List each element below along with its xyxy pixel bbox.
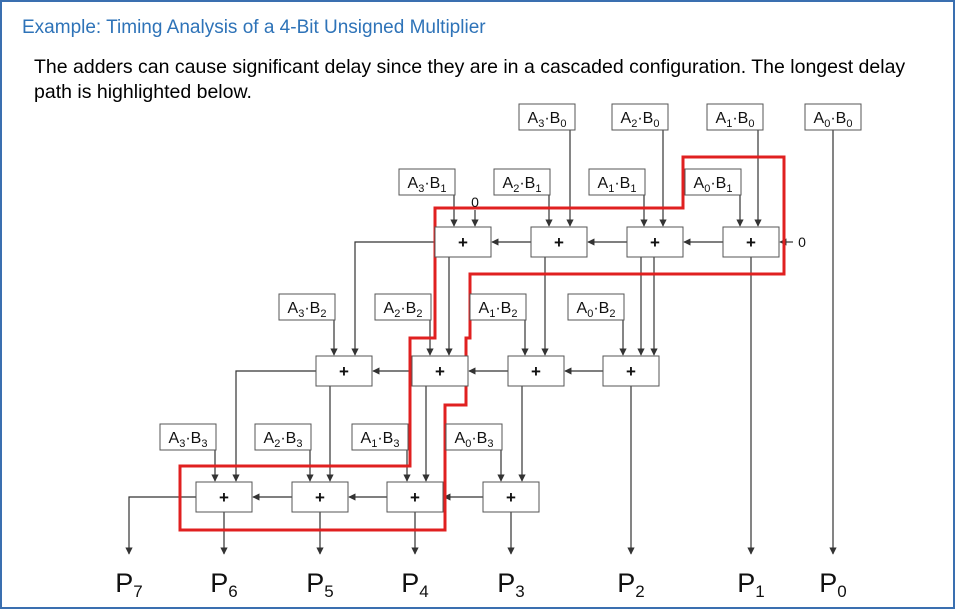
- product-a0-b3: A0·B3: [445, 423, 503, 451]
- slide-title: Example: Timing Analysis of a 4-Bit Unsi…: [22, 17, 486, 38]
- svg-text:A1·B0: A1·B0: [716, 110, 755, 130]
- svg-text:+: +: [650, 233, 660, 252]
- adder-r3-3: +: [482, 481, 540, 513]
- svg-text:+: +: [339, 362, 349, 381]
- adder-r3-1: +: [291, 481, 349, 513]
- product-a3-b3: A3·B3: [159, 423, 217, 451]
- adder-r1-3: +: [722, 226, 780, 258]
- product-a3-b2: A3·B2: [278, 293, 336, 321]
- svg-text:A3·B2: A3·B2: [288, 300, 327, 320]
- svg-text:A2·B0: A2·B0: [621, 110, 660, 130]
- product-a0-b0: A0·B0: [804, 103, 862, 131]
- svg-text:+: +: [219, 488, 229, 507]
- svg-text:+: +: [626, 362, 636, 381]
- product-a3-b0: A3·B0: [518, 103, 576, 131]
- svg-text:A3·B0: A3·B0: [528, 110, 567, 130]
- product-a1-b3: A1·B3: [351, 423, 409, 451]
- zero-carry-label: 0: [798, 234, 806, 250]
- wire-r2-cout: [232, 370, 316, 482]
- wire-p7: [125, 496, 196, 555]
- svg-text:A0·B3: A0·B3: [455, 430, 494, 450]
- adder-r2-0: +: [315, 355, 373, 387]
- svg-text:+: +: [435, 362, 445, 381]
- svg-text:+: +: [531, 362, 541, 381]
- svg-text:A3·B1: A3·B1: [408, 175, 447, 195]
- critical-path-highlight: [178, 155, 786, 532]
- svg-text:+: +: [554, 233, 564, 252]
- svg-text:A2·B1: A2·B1: [503, 175, 542, 195]
- product-a1-b1: A1·B1: [588, 168, 646, 196]
- output-p0: P0: [819, 568, 846, 601]
- product-a2-b0: A2·B0: [611, 103, 669, 131]
- svg-text:A1·B1: A1·B1: [598, 175, 637, 195]
- output-p1: P1: [737, 568, 764, 601]
- svg-text:A2·B2: A2·B2: [384, 300, 423, 320]
- slide-description: The adders can cause significant delay s…: [34, 56, 906, 103]
- output-p5: P5: [306, 568, 333, 601]
- svg-text:A1·B2: A1·B2: [479, 300, 518, 320]
- svg-text:+: +: [315, 488, 325, 507]
- svg-text:A0·B1: A0·B1: [694, 175, 733, 195]
- svg-text:A0·B2: A0·B2: [577, 300, 616, 320]
- zero-input-top: 0: [471, 194, 479, 210]
- outputs: 0 0P7 P6 P5 P4 P3 P2 P1 P0: [115, 194, 846, 601]
- adder-r3-0: +: [195, 481, 253, 513]
- output-p6: P6: [210, 568, 237, 601]
- output-p2: P2: [617, 568, 644, 601]
- svg-text:A2·B3: A2·B3: [264, 430, 303, 450]
- adders: + + + + + + + + + + + +: [195, 226, 780, 513]
- product-a0-b2: A0·B2: [567, 293, 625, 321]
- output-p4: P4: [401, 568, 428, 601]
- adder-r1-1: +: [530, 226, 588, 258]
- adder-r2-3: +: [602, 355, 660, 387]
- svg-text:A3·B3: A3·B3: [169, 430, 208, 450]
- svg-text:+: +: [746, 233, 756, 252]
- adder-r1-2: +: [626, 226, 684, 258]
- critical-path-layer: [178, 155, 786, 532]
- svg-text:A1·B3: A1·B3: [361, 430, 400, 450]
- product-a2-b1: A2·B1: [493, 168, 551, 196]
- adder-r2-2: +: [507, 355, 565, 387]
- adder-r1-0: +: [434, 226, 492, 258]
- product-a3-b1: A3·B1: [398, 168, 456, 196]
- svg-text:A0·B0: A0·B0: [814, 110, 853, 130]
- product-a1-b2: A1·B2: [469, 293, 527, 321]
- product-a1-b0: A1·B0: [706, 103, 764, 131]
- adder-r3-2: +: [386, 481, 444, 513]
- adder-r2-1: +: [411, 355, 469, 387]
- wire-r1-cout: [351, 241, 435, 356]
- svg-text:+: +: [458, 233, 468, 252]
- svg-text:+: +: [410, 488, 420, 507]
- output-p7: P7: [115, 568, 142, 601]
- product-a0-b1: A0·B1: [684, 168, 742, 196]
- svg-text:+: +: [506, 488, 516, 507]
- product-a2-b3: A2·B3: [254, 423, 312, 451]
- output-p3: P3: [497, 568, 524, 601]
- product-a2-b2: A2·B2: [374, 293, 432, 321]
